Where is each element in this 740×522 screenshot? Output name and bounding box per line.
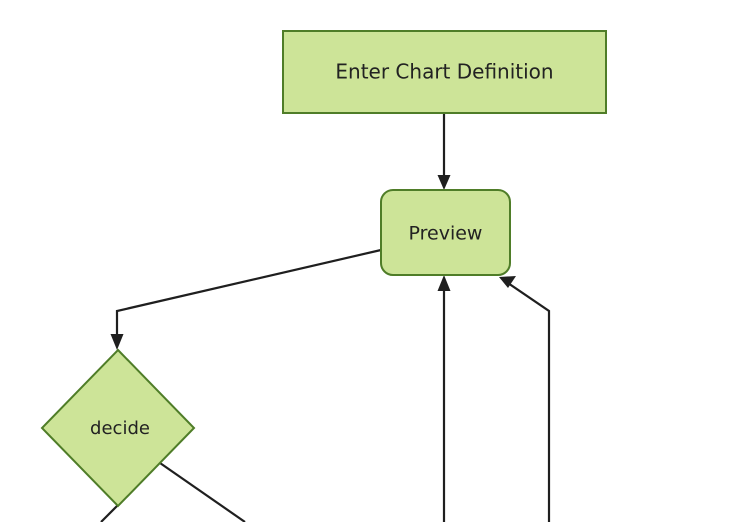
node-preview-label: Preview xyxy=(409,223,483,245)
node-decide-label: decide xyxy=(90,418,150,439)
node-enter-chart-definition[interactable]: Enter Chart Definition xyxy=(282,30,607,114)
edge-bottom-center-to-preview-arrowhead xyxy=(437,275,451,291)
edge-enter-to-preview xyxy=(437,113,451,190)
node-enter-chart-definition-label: Enter Chart Definition xyxy=(335,60,553,84)
edge-decide-bottom-right-line xyxy=(159,462,246,522)
edge-bottom-center-to-preview xyxy=(437,275,451,522)
edge-bottom-right-to-preview xyxy=(499,276,551,522)
node-preview[interactable]: Preview xyxy=(380,189,511,276)
edge-enter-to-preview-arrowhead xyxy=(437,175,451,190)
node-decide[interactable]: decide xyxy=(40,348,196,508)
node-decide-shape[interactable] xyxy=(40,348,196,508)
node-enter-chart-definition-shape[interactable] xyxy=(282,30,607,114)
edge-decide-bottom-left-line xyxy=(100,504,119,522)
edge-preview-to-decide xyxy=(110,248,382,350)
edge-decide-bottom-left xyxy=(100,504,119,522)
edge-bottom-right-to-preview-line xyxy=(507,282,551,522)
edge-preview-to-decide-line xyxy=(115,248,382,340)
edge-decide-bottom-right xyxy=(159,462,246,522)
edge-preview-to-decide-arrowhead xyxy=(110,334,124,350)
edge-bottom-right-to-preview-arrowhead xyxy=(499,276,516,288)
node-preview-shape[interactable] xyxy=(380,189,511,276)
